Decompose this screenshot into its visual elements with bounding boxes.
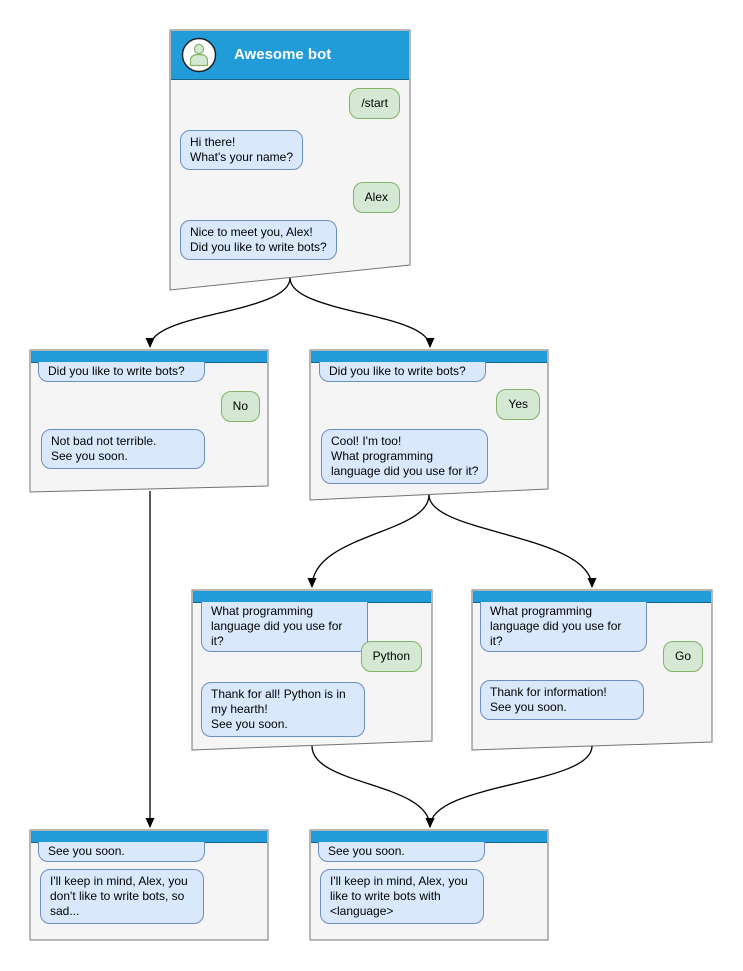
reply-bubble: Thank for all! Python is in my hearth! S…	[201, 682, 365, 737]
answer-bubble: Python	[360, 641, 422, 672]
message-bubble-bot: Nice to meet you, Alex! Did you like to …	[180, 220, 337, 260]
chat-window-end-yes: See you soon. I'll keep in mind, Alex, y…	[310, 830, 548, 940]
edge-yes-to-go	[428, 494, 597, 588]
chat-window-no-branch: Did you like to write bots? No Not bad n…	[30, 350, 268, 486]
edge-go-to-end	[425, 745, 593, 828]
chat-title: Awesome bot	[234, 46, 332, 63]
context-bubble: What programming language did you use fo…	[480, 602, 647, 652]
context-bubble: What programming language did you use fo…	[201, 602, 368, 652]
chat-window-python-branch: What programming language did you use fo…	[192, 590, 432, 741]
edge-yes-to-python	[307, 494, 430, 588]
edge-python-to-end	[311, 745, 435, 828]
reply-bubble: Not bad not terrible. See you soon.	[41, 429, 205, 469]
context-bubble: See you soon.	[318, 842, 485, 862]
titlebar: Awesome bot	[171, 31, 409, 80]
chat-window-yes-branch: Did you like to write bots? Yes Cool! I'…	[310, 350, 548, 489]
answer-bubble: No	[220, 391, 260, 422]
reply-bubble: Thank for information! See you soon.	[480, 680, 644, 720]
chat-window-go-branch: What programming language did you use fo…	[472, 590, 712, 742]
message-bubble-bot: Hi there! What's your name?	[180, 130, 304, 170]
context-bubble: Did you like to write bots?	[38, 362, 205, 382]
edge-root-to-yes	[289, 277, 435, 348]
person-icon	[181, 37, 217, 73]
chat-window-end-no: See you soon. I'll keep in mind, Alex, y…	[30, 830, 268, 940]
answer-bubble: Go	[662, 641, 703, 672]
edge-root-to-no	[145, 277, 291, 348]
context-bubble: See you soon.	[38, 842, 205, 862]
reply-bubble: Cool! I'm too! What programming language…	[321, 429, 489, 484]
reply-bubble: I'll keep in mind, Alex, you like to wri…	[320, 869, 484, 924]
context-bubble: Did you like to write bots?	[319, 362, 486, 382]
avatar	[181, 37, 217, 73]
message-bubble-user: /start	[349, 88, 400, 119]
message-bubble-user: Alex	[352, 182, 400, 213]
chat-window-root: Awesome bot /start Hi there! What's your…	[170, 30, 410, 265]
reply-bubble: I'll keep in mind, Alex, you don't like …	[40, 869, 204, 924]
answer-bubble: Yes	[496, 389, 540, 420]
